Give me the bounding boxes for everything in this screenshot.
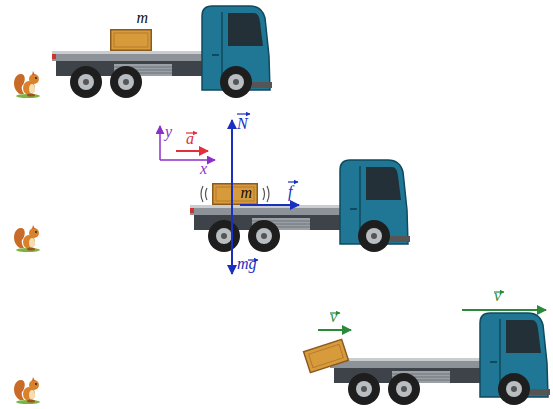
squirrel	[14, 71, 40, 98]
vector-label: y	[165, 124, 172, 140]
squirrel	[14, 377, 40, 404]
vector-label: N	[237, 116, 248, 132]
crate-box: m	[212, 183, 258, 205]
mass-label: m	[136, 10, 148, 26]
truck	[190, 160, 410, 252]
acceleration-arrow	[176, 150, 208, 152]
motion-lines	[201, 186, 269, 202]
truck	[52, 6, 272, 98]
squirrel	[14, 377, 40, 404]
crate-box: m	[110, 29, 152, 51]
squirrel	[14, 225, 40, 252]
vector-label: f	[288, 184, 292, 200]
weight-arrow	[231, 205, 233, 274]
motion-lines	[267, 186, 269, 202]
vector-label: x	[200, 161, 207, 177]
falling-crate	[304, 339, 349, 372]
crate-shape	[114, 33, 148, 47]
motion-lines	[206, 188, 208, 200]
friction-arrow	[240, 204, 299, 206]
truck	[330, 313, 550, 405]
truck	[52, 6, 272, 98]
truck	[190, 160, 410, 252]
vector-accents	[237, 113, 250, 114]
squirrel	[14, 71, 40, 98]
squirrel	[14, 225, 40, 252]
vector-label: v	[494, 288, 501, 304]
mass-label: m	[240, 185, 252, 201]
truck	[330, 313, 550, 405]
motion-lines	[263, 188, 265, 200]
normal-force-arrow	[231, 120, 233, 205]
velocity-arrow	[462, 309, 546, 311]
velocity-arrow	[318, 329, 351, 331]
vector-accents	[288, 181, 298, 182]
falling-crate	[304, 339, 349, 372]
vector-accents	[186, 114, 504, 313]
motion-lines	[201, 186, 203, 202]
vector-label: mg	[237, 256, 257, 272]
coordinate-axes	[159, 126, 161, 160]
vector-label: v	[330, 309, 337, 325]
vector-label: a	[186, 131, 194, 147]
crate-shape	[213, 184, 258, 205]
falling-crate	[309, 344, 344, 367]
crate-shape	[110, 29, 152, 51]
crate-shape	[111, 30, 152, 51]
